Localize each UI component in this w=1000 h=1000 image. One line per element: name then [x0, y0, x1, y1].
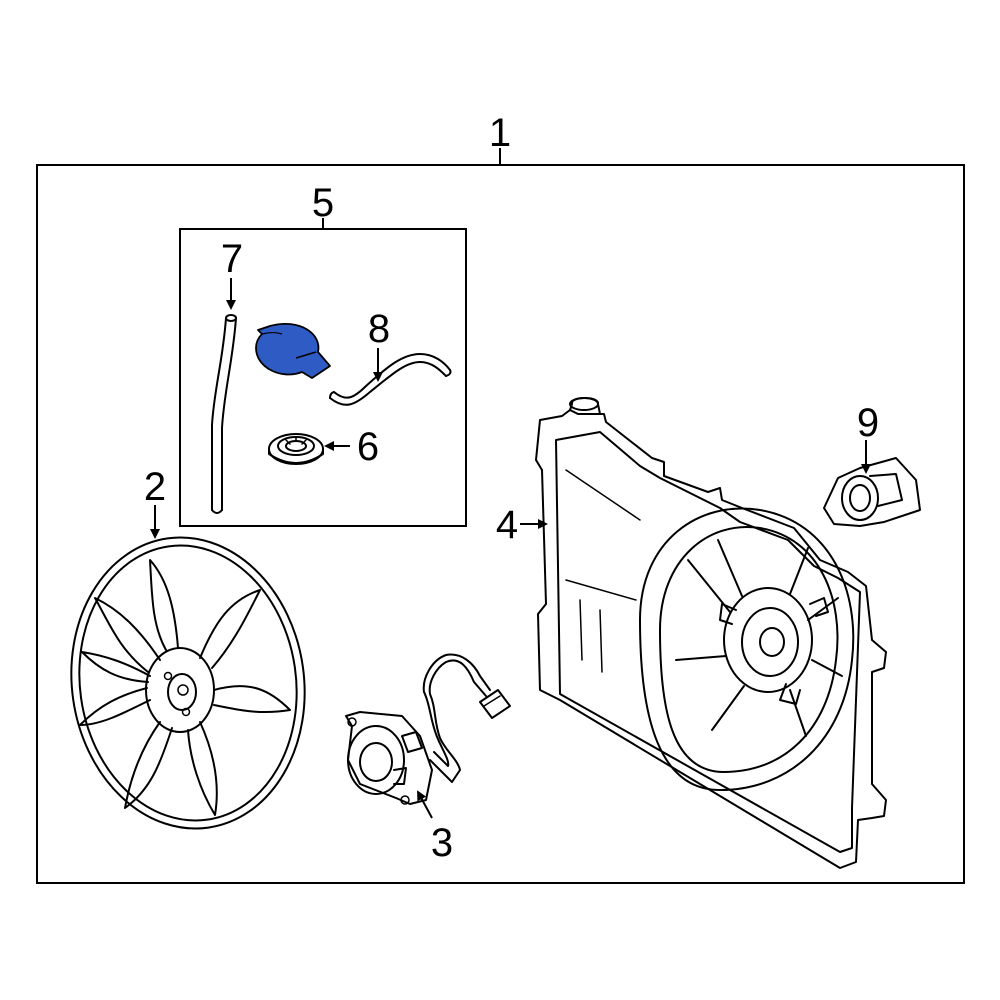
callout-5: 5 [312, 181, 334, 225]
highlighted-cap-part [255, 323, 331, 379]
part-9-bracket [823, 457, 921, 527]
part-4-fan-shroud [535, 397, 887, 869]
callout-9: 9 [857, 401, 879, 445]
callout-4: 4 [496, 503, 518, 547]
callout-1: 1 [489, 111, 511, 155]
callout-3: 3 [431, 821, 453, 865]
callout-6: 6 [357, 425, 379, 469]
part-3-fan-motor [345, 653, 511, 805]
part-2-fan-blade [70, 536, 306, 830]
part-7-tube [211, 314, 237, 514]
callout-8: 8 [368, 307, 390, 351]
part-6-grommet [268, 433, 324, 465]
callout-2: 2 [144, 465, 166, 509]
arrow-3 [417, 790, 433, 819]
callout-7: 7 [221, 237, 243, 281]
part-8-hose [329, 353, 452, 406]
